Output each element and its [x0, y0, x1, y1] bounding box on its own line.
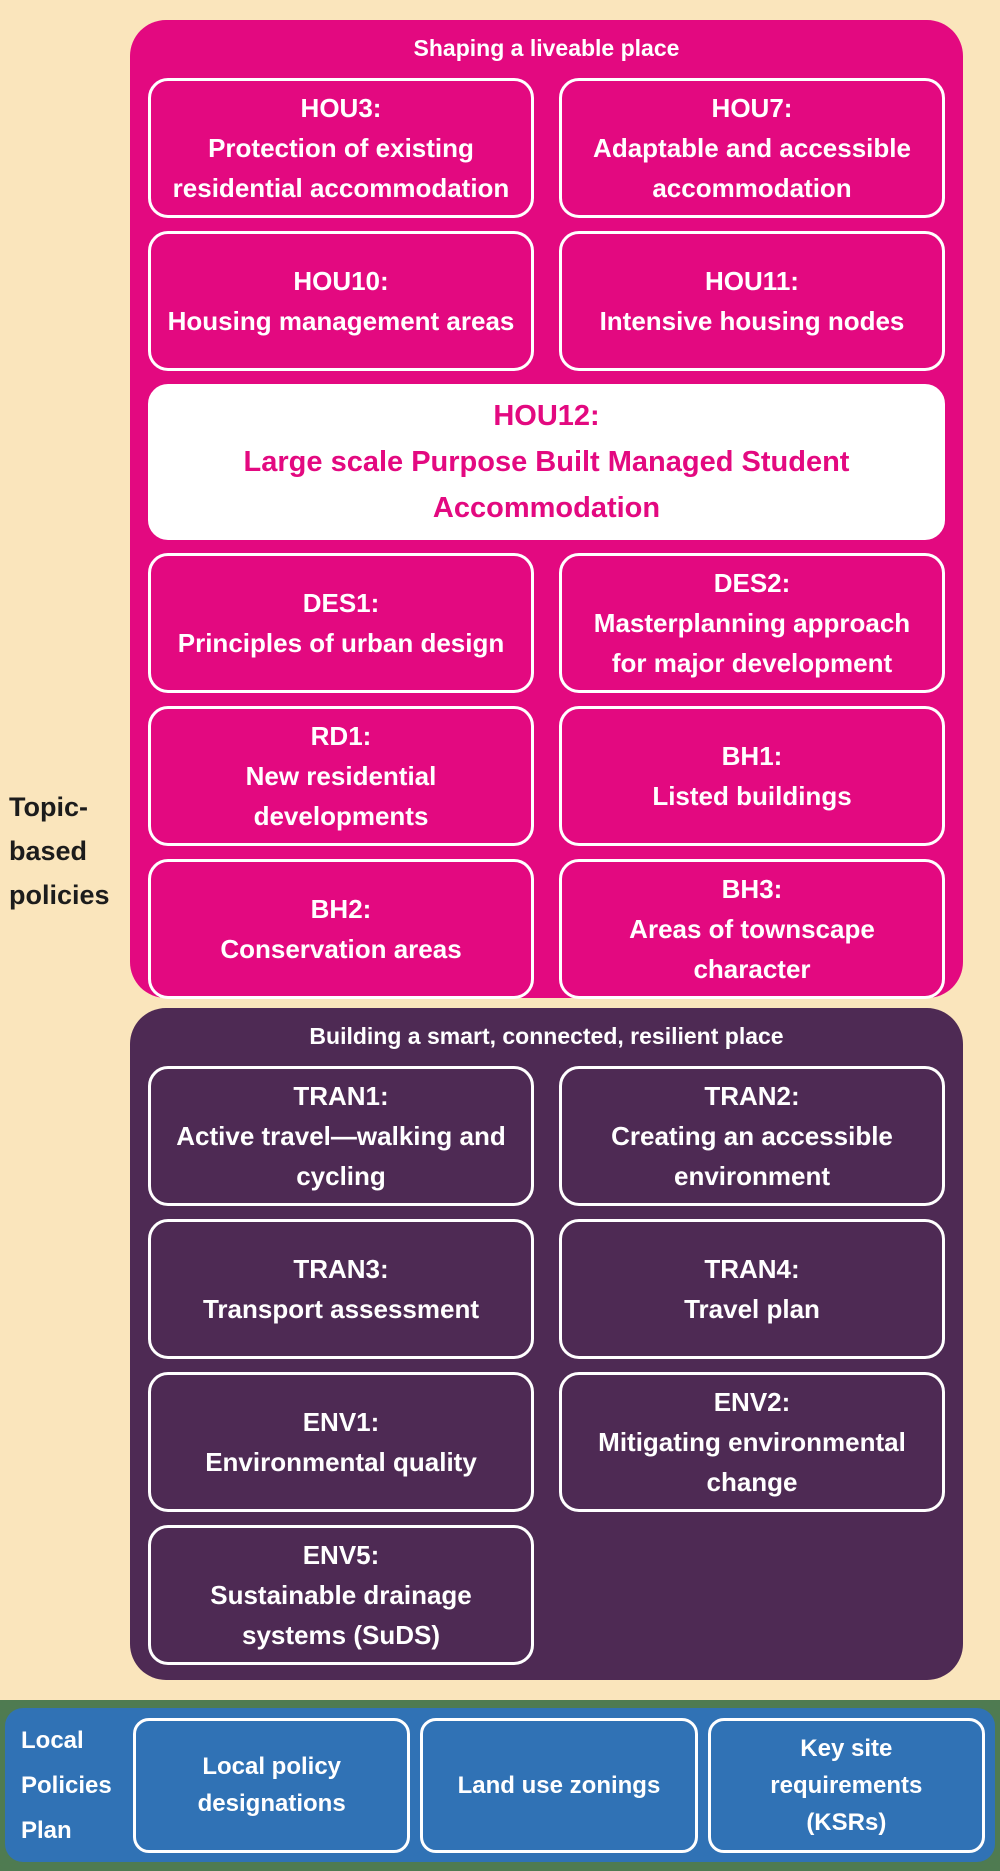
- policy-box-bh3: BH3: Areas of townscape character: [559, 859, 945, 999]
- section-smart-connected-resilient-place: Building a smart, connected, resilient p…: [130, 1008, 963, 1680]
- policy-box-hou10: HOU10: Housing management areas: [148, 231, 534, 371]
- policy-label: Transport assessment: [202, 1294, 479, 1324]
- policy-code: BH3:: [721, 874, 783, 904]
- policy-box-env1: ENV1: Environmental quality: [148, 1372, 534, 1512]
- plan-box-label: Local policy designations: [197, 1753, 346, 1817]
- policy-label: Protection of existing residential accom…: [172, 133, 510, 203]
- policy-grid: HOU3: Protection of existing residential…: [148, 78, 945, 999]
- policy-label: Conservation areas: [220, 934, 462, 964]
- policy-box-rd1: RD1: New residential developments: [148, 706, 534, 846]
- policy-label: Intensive housing nodes: [599, 306, 905, 336]
- policy-label: Masterplanning approach for major develo…: [593, 608, 911, 678]
- policy-box-des2: DES2: Masterplanning approach for major …: [559, 553, 945, 693]
- policy-box-tran2: TRAN2: Creating an accessible environmen…: [559, 1066, 945, 1206]
- plan-box-label: Land use zonings: [457, 1771, 661, 1799]
- plan-box-local-policy-designations: Local policy designations: [133, 1717, 411, 1853]
- policy-code: HOU11:: [705, 266, 799, 296]
- topic-based-policies-label: Topic- based policies: [9, 792, 110, 910]
- plan-box-land-use-zonings: Land use zonings: [420, 1717, 698, 1853]
- policy-code: HOU3:: [300, 93, 382, 123]
- green-background-strip: Local Policies Plan Local policy designa…: [0, 1700, 1000, 1871]
- policy-code: TRAN3:: [293, 1254, 389, 1284]
- policy-code: ENV1:: [302, 1407, 380, 1437]
- policy-box-hou7: HOU7: Adaptable and accessible accommoda…: [559, 78, 945, 218]
- local-policies-plan-label: Local Policies Plan: [21, 1726, 112, 1844]
- policy-label: Adaptable and accessible accommodation: [593, 133, 911, 203]
- policy-code: TRAN1:: [293, 1081, 389, 1111]
- policy-box-hou11: HOU11: Intensive housing nodes: [559, 231, 945, 371]
- policy-box-tran4: TRAN4: Travel plan: [559, 1219, 945, 1359]
- policy-code: HOU7:: [711, 93, 793, 123]
- policy-box-tran1: TRAN1: Active travel—walking and cycling: [148, 1066, 534, 1206]
- policy-label: Housing management areas: [167, 306, 515, 336]
- policy-code: ENV2:: [713, 1387, 791, 1417]
- plan-box-label: Key site requirements (KSRs): [770, 1734, 923, 1836]
- section-shaping-liveable-place: Shaping a liveable place HOU3: Protectio…: [130, 20, 963, 999]
- policy-label: Principles of urban design: [177, 628, 505, 658]
- policy-grid: TRAN1: Active travel—walking and cycling…: [148, 1066, 945, 1665]
- policy-box-env2: ENV2: Mitigating environmental change: [559, 1372, 945, 1512]
- policy-code: DES1:: [302, 588, 380, 618]
- plan-box-key-site-requirements: Key site requirements (KSRs): [707, 1717, 985, 1853]
- policy-label: New residential developments: [245, 761, 437, 831]
- policy-label: Large scale Purpose Built Managed Studen…: [243, 446, 850, 524]
- policy-label: Mitigating environmental change: [598, 1427, 906, 1497]
- policy-code: ENV5:: [302, 1540, 380, 1570]
- policy-box-hou3: HOU3: Protection of existing residential…: [148, 78, 534, 218]
- policy-code: BH2:: [310, 894, 372, 924]
- policy-box-hou12-highlight: HOU12: Large scale Purpose Built Managed…: [148, 384, 945, 540]
- policy-box-env5: ENV5: Sustainable drainage systems (SuDS…: [148, 1525, 534, 1665]
- policy-label: Travel plan: [684, 1294, 820, 1324]
- section-title: Building a smart, connected, resilient p…: [309, 1023, 784, 1049]
- policy-label: Environmental quality: [205, 1447, 477, 1477]
- policy-code: TRAN2:: [704, 1081, 800, 1111]
- policy-code: RD1:: [310, 721, 372, 751]
- policy-box-bh2: BH2: Conservation areas: [148, 859, 534, 999]
- policy-label: Listed buildings: [652, 781, 852, 811]
- policy-code: HOU12:: [493, 400, 600, 432]
- policy-label: Creating an accessible environment: [611, 1121, 893, 1191]
- policy-label: Active travel—walking and cycling: [176, 1121, 506, 1191]
- policy-code: DES2:: [713, 568, 791, 598]
- policy-code: HOU10:: [293, 266, 389, 296]
- policy-label: Sustainable drainage systems (SuDS): [210, 1580, 472, 1650]
- section-title: Shaping a liveable place: [413, 35, 680, 61]
- policy-code: BH1:: [721, 741, 783, 771]
- policy-box-tran3: TRAN3: Transport assessment: [148, 1219, 534, 1359]
- policy-box-bh1: BH1: Listed buildings: [559, 706, 945, 846]
- policy-label: Areas of townscape character: [629, 914, 875, 984]
- policy-code: TRAN4:: [704, 1254, 800, 1284]
- policy-box-des1: DES1: Principles of urban design: [148, 553, 534, 693]
- local-policies-plan-bar: Local Policies Plan Local policy designa…: [5, 1708, 995, 1862]
